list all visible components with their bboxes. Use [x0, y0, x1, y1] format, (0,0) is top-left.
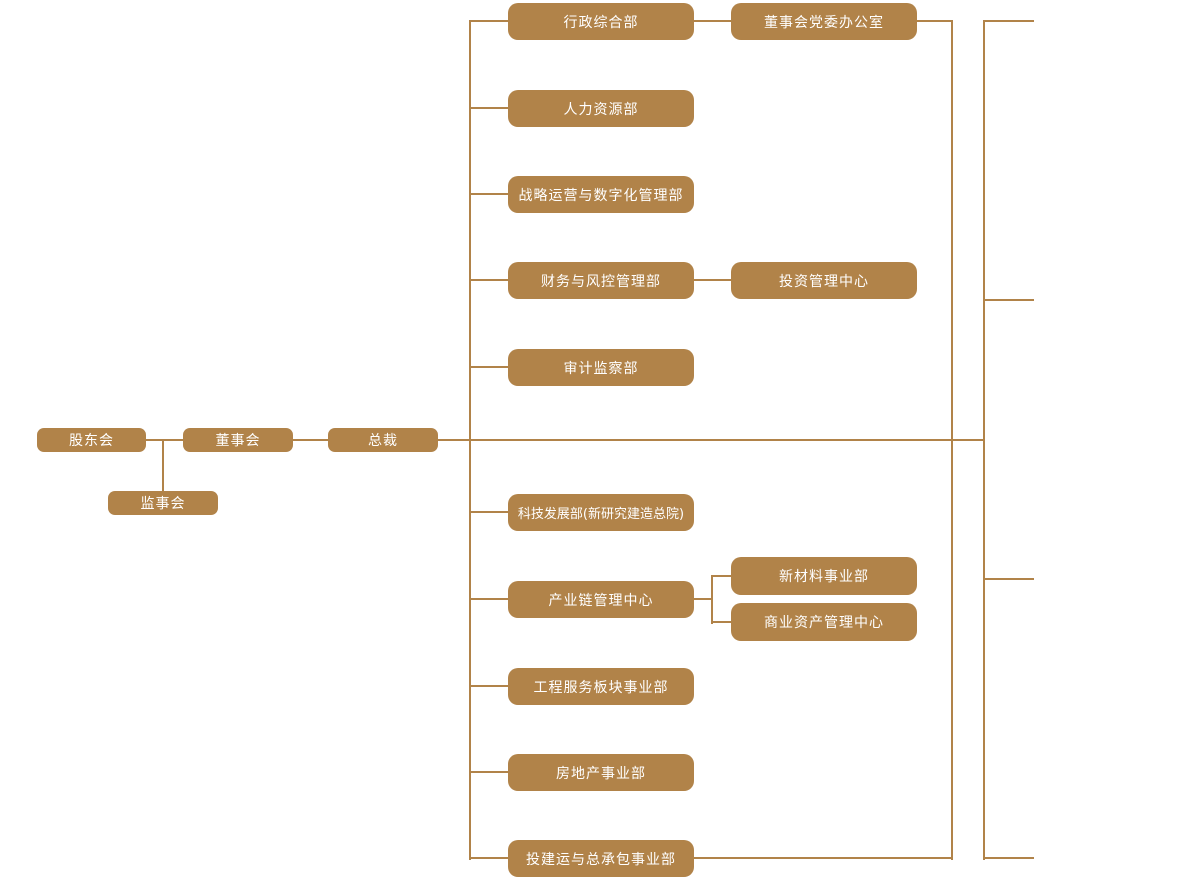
node-epc-unit-label: 投建运与总承包事业部 [526, 851, 676, 868]
node-engineering-unit: 工程服务板块事业部 [508, 668, 694, 705]
node-real-estate-unit: 房地产事业部 [508, 754, 694, 791]
node-president: 总裁 [328, 428, 438, 452]
node-hr-dept: 人力资源部 [508, 90, 694, 127]
node-investment-center: 投资管理中心 [731, 262, 917, 299]
node-shareholders: 股东会 [37, 428, 146, 452]
node-admin-dept: 行政综合部 [508, 3, 694, 40]
node-engineering-unit-label: 工程服务板块事业部 [533, 679, 669, 696]
connector-spine-engineering [470, 685, 508, 687]
node-hr-dept-label: 人力资源部 [563, 101, 639, 118]
node-supervisory: 监事会 [108, 491, 218, 515]
connector-supervisory-drop [162, 439, 164, 492]
node-audit-dept-label: 审计监察部 [563, 360, 639, 377]
node-new-materials-unit: 新材料事业部 [731, 557, 917, 595]
connector-admin-party-office [694, 20, 731, 22]
connector-bracket-commercial [712, 621, 731, 623]
node-board: 董事会 [183, 428, 293, 452]
connector-party-office-right [917, 20, 952, 22]
connector-spine-audit [470, 366, 508, 368]
node-investment-center-label: 投资管理中心 [779, 273, 869, 290]
node-commercial-assets-center-label: 商业资产管理中心 [764, 615, 884, 631]
right-stub-1 [984, 20, 1034, 22]
connector-industry-chain-bracket [694, 598, 712, 600]
connector-spine-real-estate [470, 771, 508, 773]
connector-finance-investment [694, 279, 731, 281]
node-admin-dept-label: 行政综合部 [563, 14, 639, 31]
connector-spine-finance [470, 279, 508, 281]
connector-spine-epc [470, 857, 508, 859]
node-tech-dept-label: 科技发展部(新研究建造总院) [517, 507, 685, 522]
right-stub-4 [984, 857, 1034, 859]
spine-departments [469, 20, 471, 860]
node-president-label: 总裁 [368, 433, 398, 449]
connector-spine-strategy [470, 193, 508, 195]
node-industry-chain-center-label: 产业链管理中心 [548, 592, 654, 609]
connector-spine-tech [470, 511, 508, 513]
node-finance-dept-label: 财务与风控管理部 [541, 273, 661, 290]
right-rail-outer [983, 20, 985, 860]
node-epc-unit: 投建运与总承包事业部 [508, 840, 694, 877]
node-real-estate-unit-label: 房地产事业部 [556, 765, 646, 782]
node-finance-dept: 财务与风控管理部 [508, 262, 694, 299]
bracket-industry-children [711, 575, 713, 624]
right-stub-3 [984, 578, 1034, 580]
connector-board-president [293, 439, 328, 441]
node-party-office: 董事会党委办公室 [731, 3, 917, 40]
node-party-office-label: 董事会党委办公室 [764, 14, 884, 31]
connector-president-trunk [438, 439, 984, 441]
connector-epc-right [694, 857, 952, 859]
node-supervisory-label: 监事会 [140, 496, 186, 512]
node-new-materials-unit-label: 新材料事业部 [779, 569, 869, 585]
connector-spine-industry-chain [470, 598, 508, 600]
connector-bracket-new-materials [712, 575, 731, 577]
right-stub-2 [984, 299, 1034, 301]
node-shareholders-label: 股东会 [69, 433, 114, 449]
right-rail-inner [951, 20, 953, 860]
connector-spine-admin [470, 20, 508, 22]
node-commercial-assets-center: 商业资产管理中心 [731, 603, 917, 641]
node-strategy-dept: 战略运营与数字化管理部 [508, 176, 694, 213]
connector-shareholders-board [146, 439, 183, 441]
node-board-label: 董事会 [215, 433, 261, 449]
node-strategy-dept-label: 战略运营与数字化管理部 [518, 187, 684, 204]
node-tech-dept: 科技发展部(新研究建造总院) [508, 494, 694, 531]
node-audit-dept: 审计监察部 [508, 349, 694, 386]
node-industry-chain-center: 产业链管理中心 [508, 581, 694, 618]
connector-spine-hr [470, 107, 508, 109]
